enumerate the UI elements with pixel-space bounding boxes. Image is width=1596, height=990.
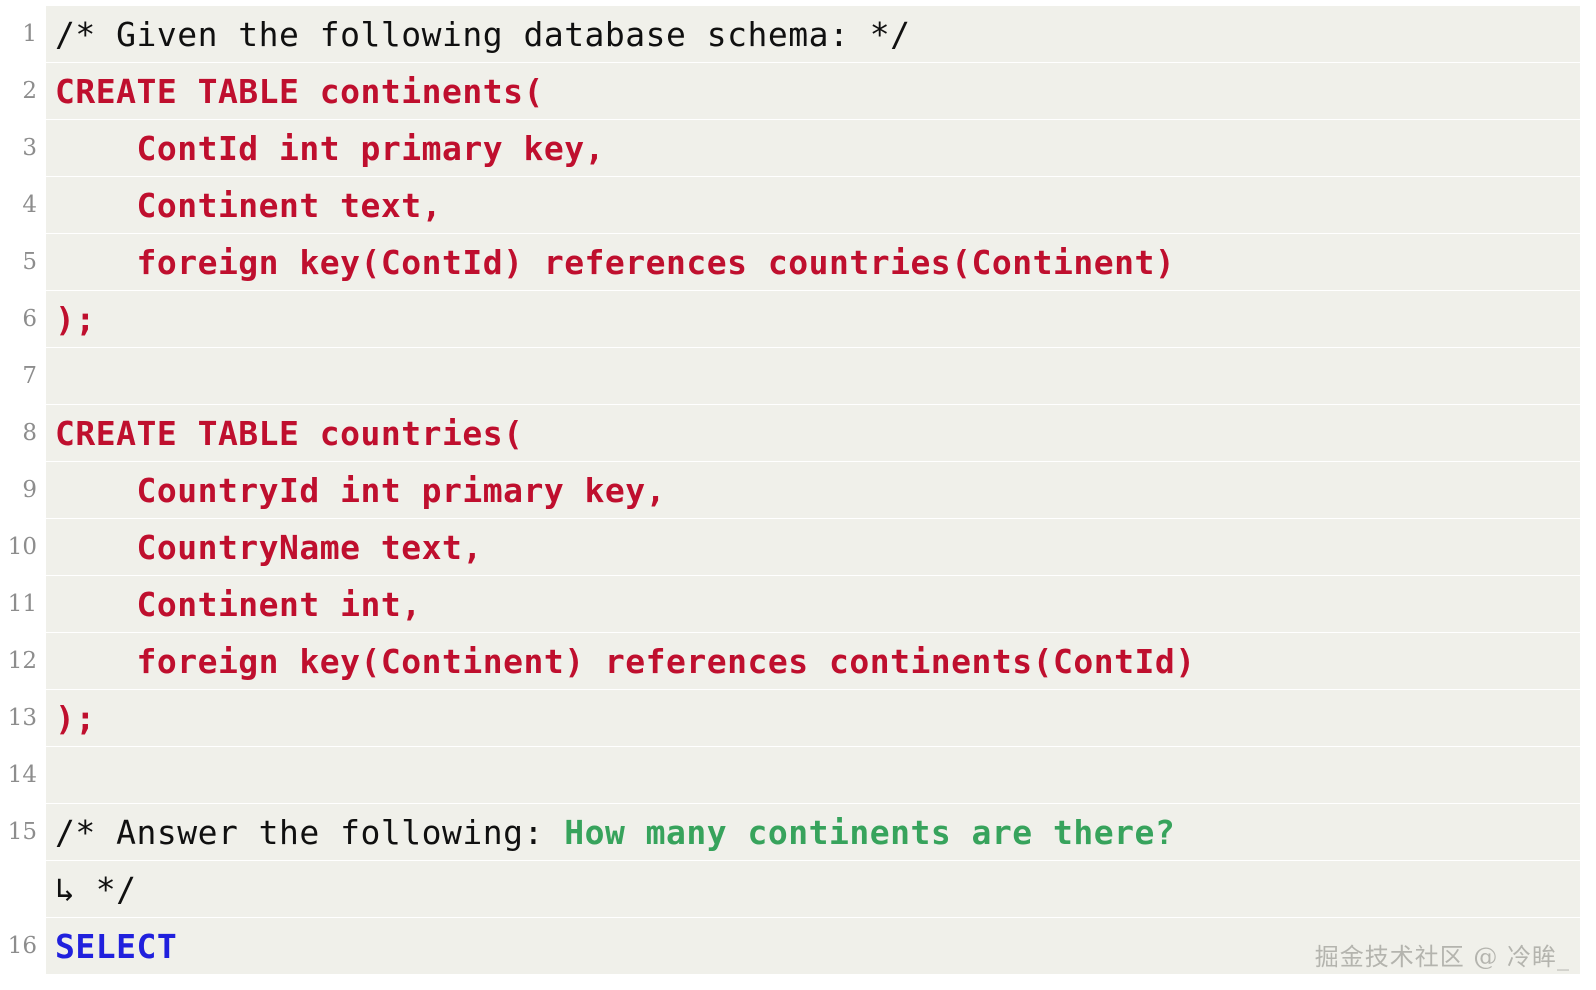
code-token: Continent text, — [55, 185, 442, 225]
code-token: ↳ */ — [55, 869, 137, 909]
code-token: CountryId int primary key, — [55, 470, 667, 510]
code-token: ); — [55, 698, 96, 738]
code-token: CREATE TABLE countries( — [55, 413, 524, 453]
code-token: ContId int primary key, — [55, 128, 605, 168]
line-number: 5 — [0, 234, 46, 290]
code-line-content[interactable]: ContId int primary key, — [46, 120, 1580, 176]
line-number: 1 — [0, 6, 46, 62]
line-number: 10 — [0, 519, 46, 575]
code-line-content[interactable] — [46, 348, 1580, 404]
code-line-content[interactable]: Continent int, — [46, 576, 1580, 632]
code-line-content[interactable]: CREATE TABLE continents( — [46, 63, 1580, 119]
code-line[interactable]: 9 CountryId int primary key, — [0, 462, 1596, 518]
line-number: 7 — [0, 348, 46, 404]
code-line-content[interactable]: CountryName text, — [46, 519, 1580, 575]
line-number: 14 — [0, 747, 46, 803]
code-line[interactable]: 10 CountryName text, — [0, 519, 1596, 575]
code-token: ); — [55, 299, 96, 339]
code-line[interactable]: 7 — [0, 348, 1596, 404]
code-token: Continent int, — [55, 584, 422, 624]
line-number: 4 — [0, 177, 46, 233]
code-line[interactable]: 11 Continent int, — [0, 576, 1596, 632]
code-line-content[interactable] — [46, 747, 1580, 803]
code-line-content[interactable]: /* Answer the following: How many contin… — [46, 804, 1580, 860]
code-line-content[interactable]: ); — [46, 690, 1580, 746]
code-line-content[interactable]: ); — [46, 291, 1580, 347]
line-number: 2 — [0, 63, 46, 119]
code-token: SELECT — [55, 926, 178, 966]
code-line[interactable]: ↳ */ — [0, 861, 1596, 917]
code-line-content[interactable]: ↳ */ — [46, 861, 1580, 917]
code-token: CountryName text, — [55, 527, 483, 567]
code-token: CREATE TABLE continents( — [55, 71, 544, 111]
code-token: /* Given the following database schema: … — [55, 14, 911, 54]
code-line-content[interactable]: foreign key(ContId) references countries… — [46, 234, 1580, 290]
code-line[interactable]: 15/* Answer the following: How many cont… — [0, 804, 1596, 860]
line-number: 8 — [0, 405, 46, 461]
line-number: 6 — [0, 291, 46, 347]
line-number: 16 — [0, 918, 46, 974]
code-line[interactable]: 4 Continent text, — [0, 177, 1596, 233]
line-number: 9 — [0, 462, 46, 518]
line-number: 11 — [0, 576, 46, 632]
code-lines-container: 1/* Given the following database schema:… — [0, 6, 1596, 974]
code-line[interactable]: 14 — [0, 747, 1596, 803]
code-line-content[interactable]: Continent text, — [46, 177, 1580, 233]
code-line[interactable]: 3 ContId int primary key, — [0, 120, 1596, 176]
code-token: foreign key(ContId) references countries… — [55, 242, 1176, 282]
line-number: 3 — [0, 120, 46, 176]
line-number: 13 — [0, 690, 46, 746]
code-line[interactable]: 1/* Given the following database schema:… — [0, 6, 1596, 62]
code-line-content[interactable]: CountryId int primary key, — [46, 462, 1580, 518]
code-line[interactable]: 12 foreign key(Continent) references con… — [0, 633, 1596, 689]
line-number: 15 — [0, 804, 46, 860]
code-line[interactable]: 13); — [0, 690, 1596, 746]
line-number: 12 — [0, 633, 46, 689]
question-highlight-token: How many continents are there? — [564, 812, 1176, 852]
code-line-content[interactable]: foreign key(Continent) references contin… — [46, 633, 1580, 689]
code-line-content[interactable]: SELECT — [46, 918, 1580, 974]
code-line-content[interactable]: /* Given the following database schema: … — [46, 6, 1580, 62]
line-number — [0, 861, 46, 917]
code-token: foreign key(Continent) references contin… — [55, 641, 1196, 681]
code-line[interactable]: 6); — [0, 291, 1596, 347]
code-line[interactable]: 5 foreign key(ContId) references countri… — [0, 234, 1596, 290]
code-line-content[interactable]: CREATE TABLE countries( — [46, 405, 1580, 461]
code-token: /* Answer the following: — [55, 812, 565, 852]
